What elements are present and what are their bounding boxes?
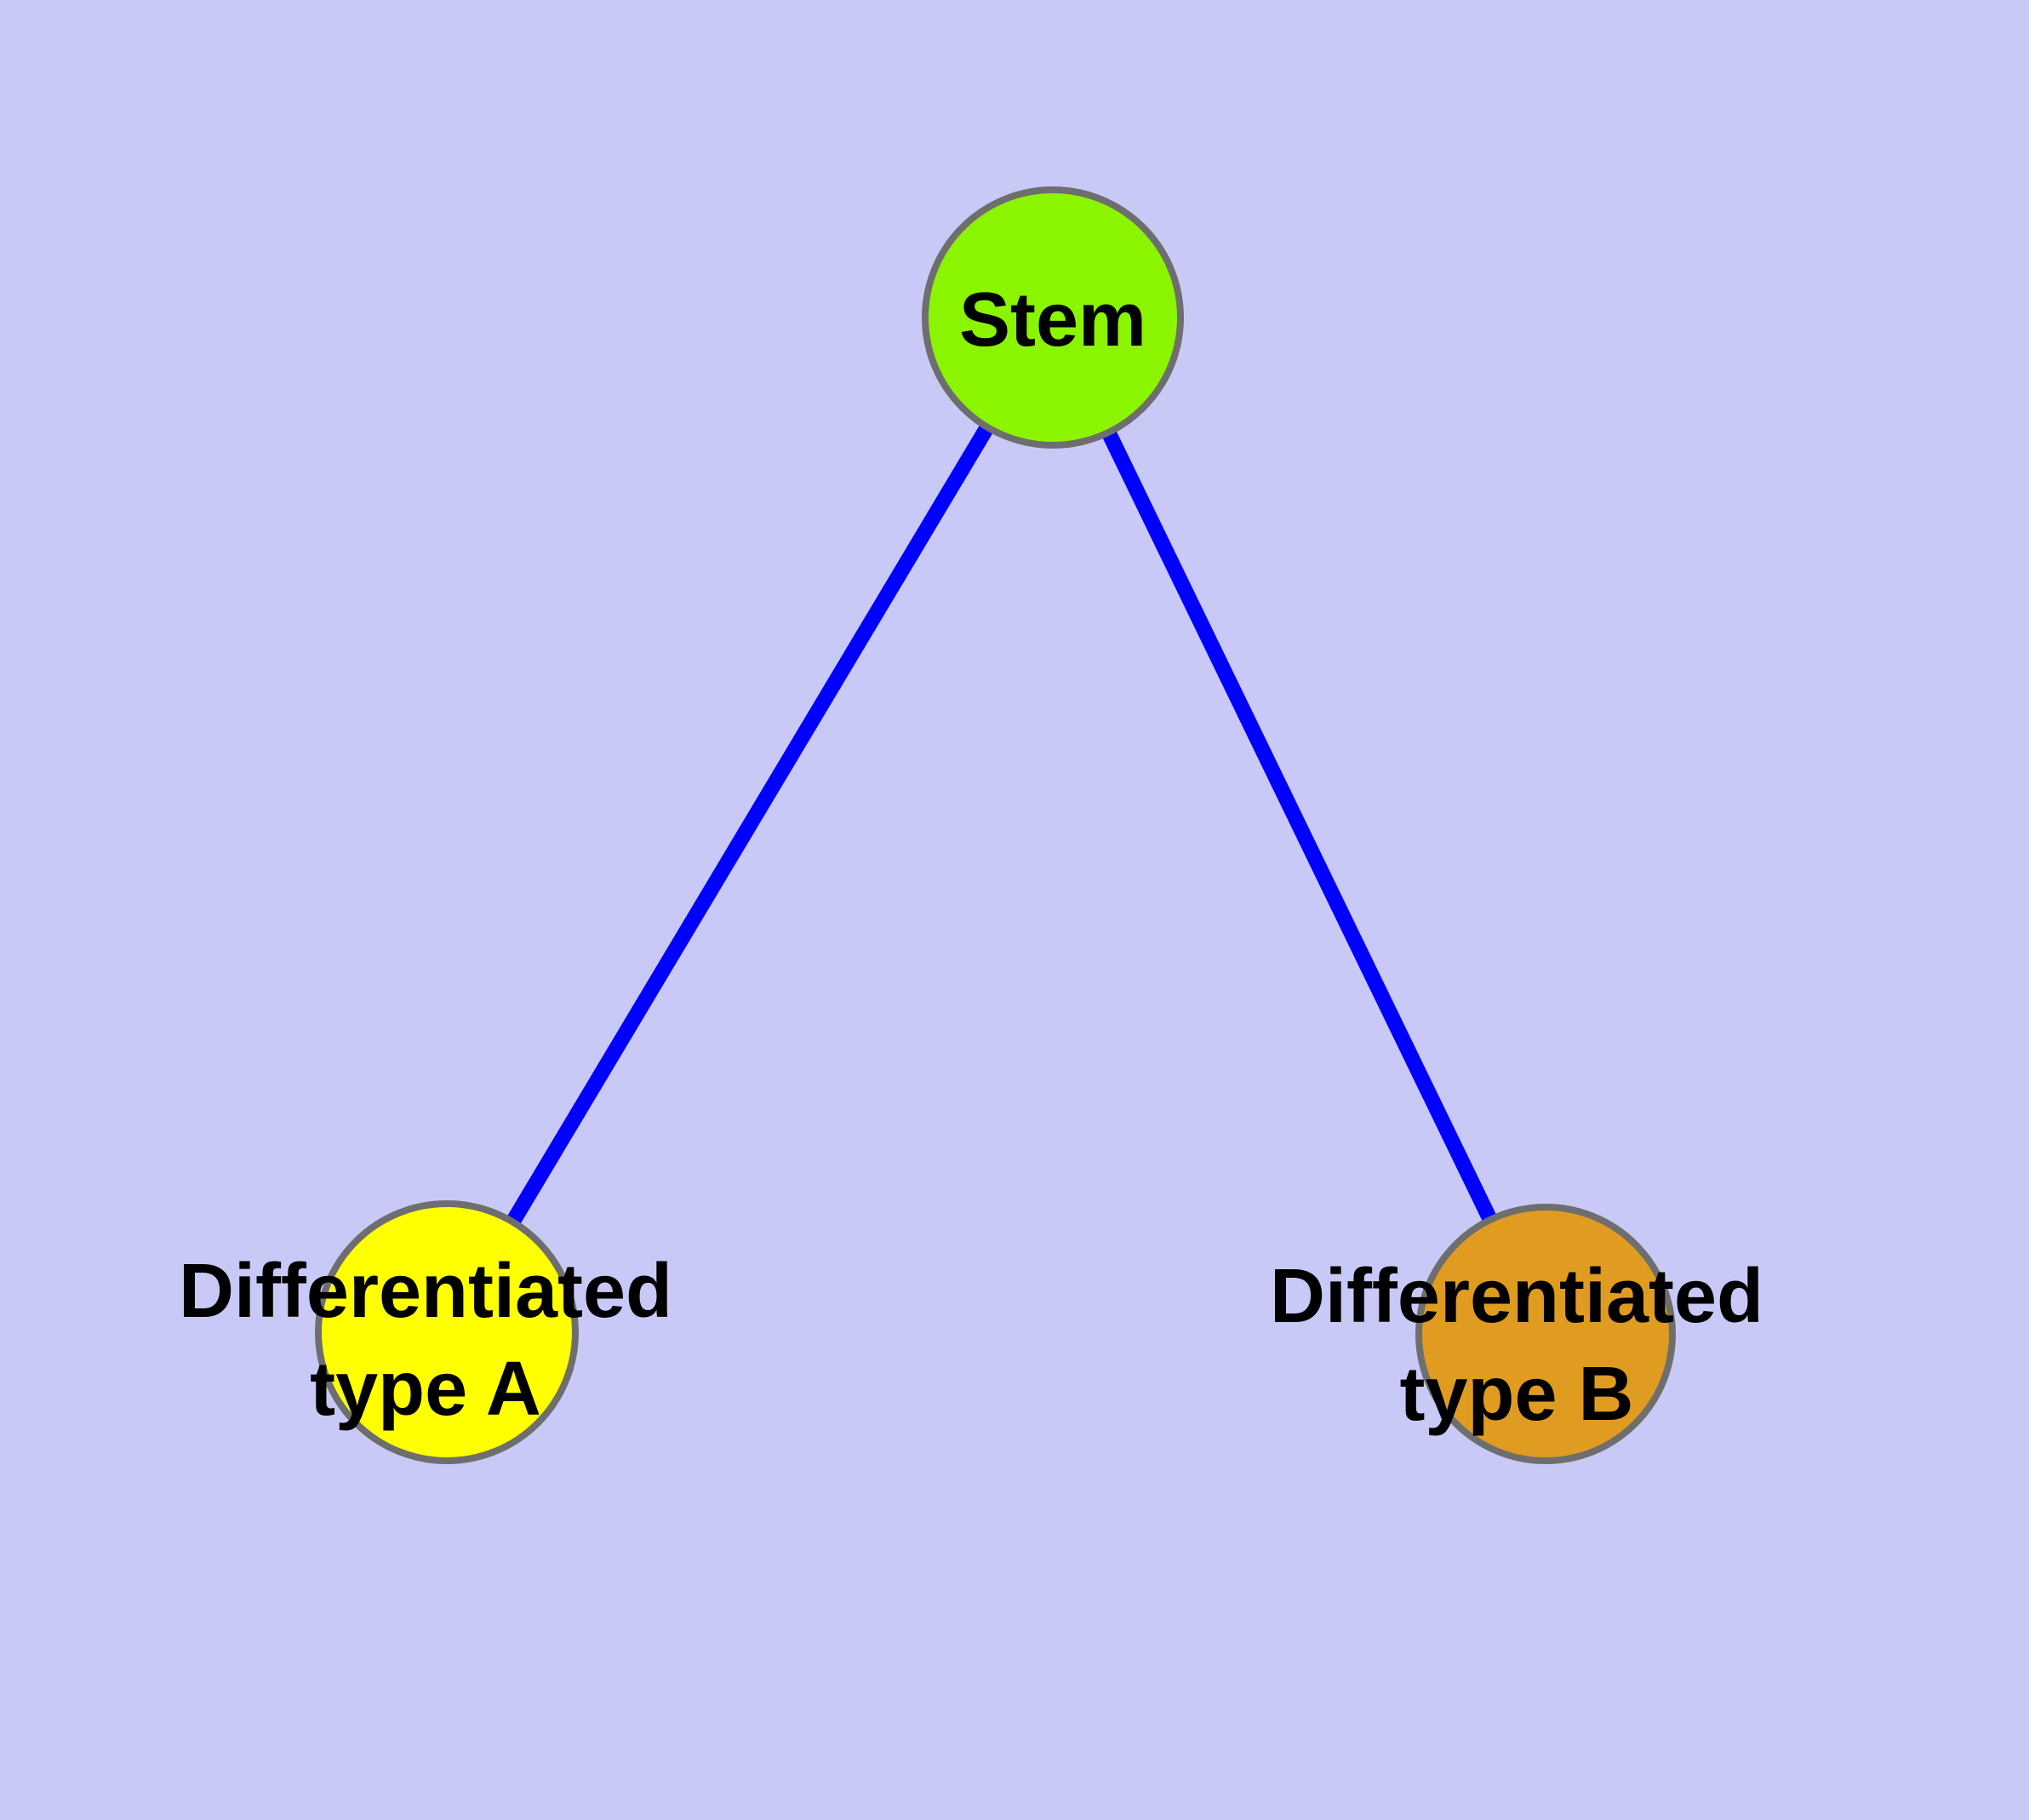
edge-stem-to-type-a [440, 313, 1060, 1336]
edge-stem-to-type-b [1045, 314, 1553, 1337]
node-stem-label: Stem [959, 278, 1146, 363]
node-type-b-circle [1415, 1204, 1676, 1464]
label-layer: Stem Differentiated type A Differentiate… [179, 278, 1763, 1437]
node-type-a-label-line1: Differentiated [179, 1249, 672, 1334]
node-stem-circle [922, 186, 1184, 449]
node-type-a-circle [315, 1200, 579, 1464]
node-type-a-label-line2: type A [310, 1347, 541, 1432]
edge-layer [440, 313, 1553, 1337]
node-type-b-label-line2: type B [1399, 1352, 1633, 1437]
node-layer [315, 186, 1676, 1464]
node-type-b-label-line1: Differentiated [1270, 1254, 1763, 1339]
